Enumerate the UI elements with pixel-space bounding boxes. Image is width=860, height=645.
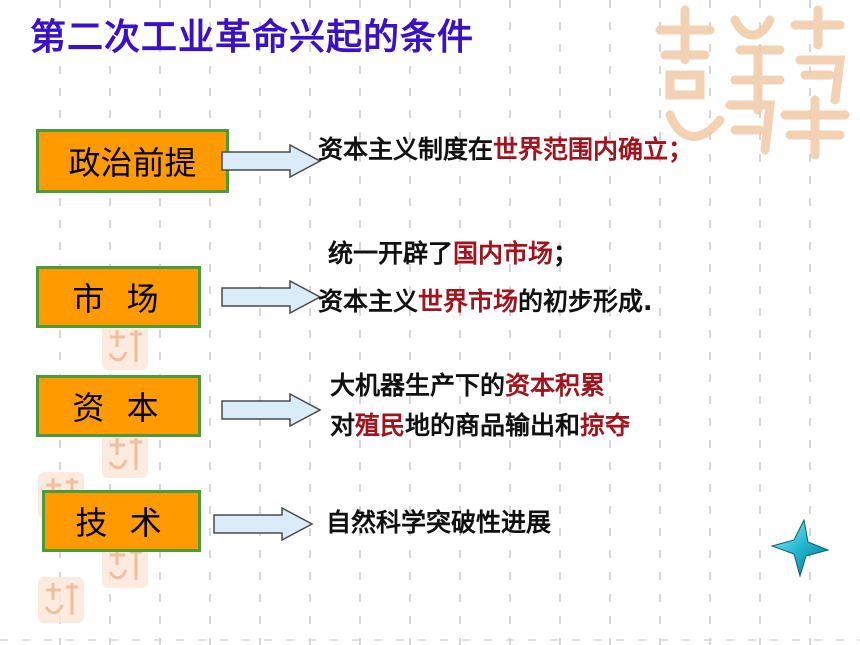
desc-text: 地的商品输出和 <box>405 411 581 440</box>
label-technology: 技 术 <box>42 490 201 552</box>
highlight-text: 资本积累 <box>505 371 606 400</box>
right-arrow-icon <box>221 144 322 178</box>
desc-line: 统一开辟了国内市场； <box>328 236 653 272</box>
highlight-text: 掠夺 <box>580 411 631 440</box>
small-seal-watermark <box>102 324 148 370</box>
desc-text: 统一开辟了 <box>328 239 454 268</box>
label-capital: 资 本 <box>36 375 201 437</box>
small-seal-watermark <box>102 542 148 588</box>
label-political-premise: 政治前提 <box>36 129 229 193</box>
desc-political-premise: 资本主义制度在世界范围内确立； <box>318 132 693 168</box>
desc-capital: 大机器生产下的资本积累 对殖民地的商品输出和掠夺 <box>330 368 630 444</box>
desc-text: 自然科学突破性进展 <box>326 508 552 537</box>
desc-text: 资本主义 <box>318 287 419 316</box>
label-market: 市 场 <box>36 266 201 328</box>
desc-line: 对殖民地的商品输出和掠夺 <box>330 408 630 444</box>
right-arrow-icon <box>221 393 322 427</box>
right-arrow-icon <box>221 280 322 314</box>
auspicious-seal-watermark <box>655 5 850 160</box>
highlight-text: ； <box>668 135 694 164</box>
desc-line: 资本主义制度在世界范围内确立； <box>318 132 693 168</box>
highlight-text: 世界范围内确立 <box>493 135 669 164</box>
highlight-text: 世界市场 <box>418 287 519 316</box>
slide-title: 第二次工业革命兴起的条件 <box>30 17 475 58</box>
desc-text: 大机器生产下的 <box>330 371 506 400</box>
desc-text: 资本主义制度在 <box>318 135 494 164</box>
desc-text: . <box>643 287 653 316</box>
desc-line: 自然科学突破性进展 <box>326 505 551 541</box>
desc-text: ； <box>553 239 579 268</box>
desc-line: 资本主义世界市场的初步形成. <box>318 284 653 320</box>
desc-text: 对 <box>330 411 356 440</box>
desc-market: 统一开辟了国内市场； 资本主义世界市场的初步形成. <box>318 236 653 320</box>
highlight-text: 殖民 <box>355 411 406 440</box>
desc-line: 大机器生产下的资本积累 <box>330 368 630 404</box>
desc-text: 的初步形成 <box>518 287 644 316</box>
highlight-text: 国内市场 <box>453 239 554 268</box>
small-seal-watermark <box>38 577 84 623</box>
desc-technology: 自然科学突破性进展 <box>326 505 551 541</box>
four-point-star-icon <box>770 518 830 578</box>
small-seal-watermark <box>102 432 148 478</box>
right-arrow-icon <box>213 507 314 541</box>
